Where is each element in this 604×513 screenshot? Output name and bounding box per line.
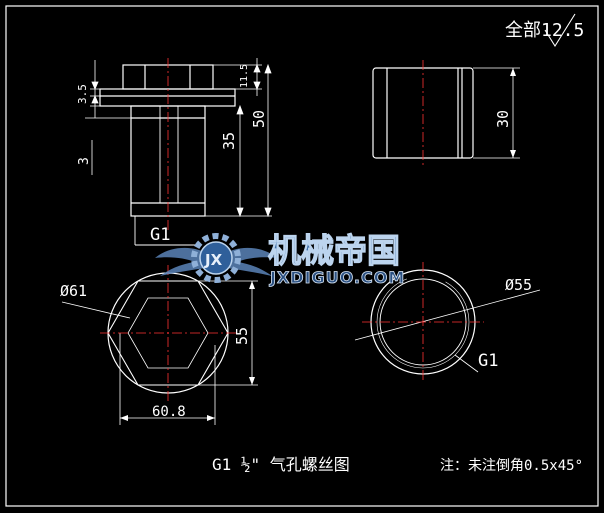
bottom-thread-label: G1 <box>478 351 498 371</box>
collar <box>99 88 236 107</box>
dim-11-5: 11.5 <box>239 64 250 88</box>
logo-text: JX <box>204 251 223 269</box>
front-view <box>99 64 236 246</box>
drawing-frame <box>5 5 599 507</box>
top-view <box>61 272 258 425</box>
dim-diameter-55: Ø55 <box>505 276 532 294</box>
dim-3-5: 3.5 <box>76 84 89 104</box>
dim-35: 35 <box>220 132 238 150</box>
dim-30: 30 <box>494 110 512 128</box>
dim-3: 3 <box>77 157 92 165</box>
watermark: JX 机械帝国 JXDIGUO.COM <box>155 230 405 287</box>
bottom-centerlines <box>362 262 484 382</box>
dim-55-flats: 55 <box>233 327 251 345</box>
watermark-en: JXDIGUO.COM <box>269 268 405 287</box>
front-dimensions <box>85 58 272 218</box>
drawing-note: 注：未注倒角0.5x45° <box>440 458 583 474</box>
top-centerlines <box>100 265 236 401</box>
drawing-title: G1 ½" 气孔螺丝图 <box>212 455 350 474</box>
dim-60-8: 60.8 <box>152 404 186 420</box>
dim-50: 50 <box>250 110 268 128</box>
dim-diameter-61: Ø61 <box>60 282 87 300</box>
front-thread-label: G1 <box>150 225 170 245</box>
watermark-cn: 机械帝国 <box>268 231 400 270</box>
roughness-symbol <box>544 13 576 48</box>
roughness-mark: 全部12.5 <box>505 13 584 48</box>
gear-icon <box>191 233 241 283</box>
